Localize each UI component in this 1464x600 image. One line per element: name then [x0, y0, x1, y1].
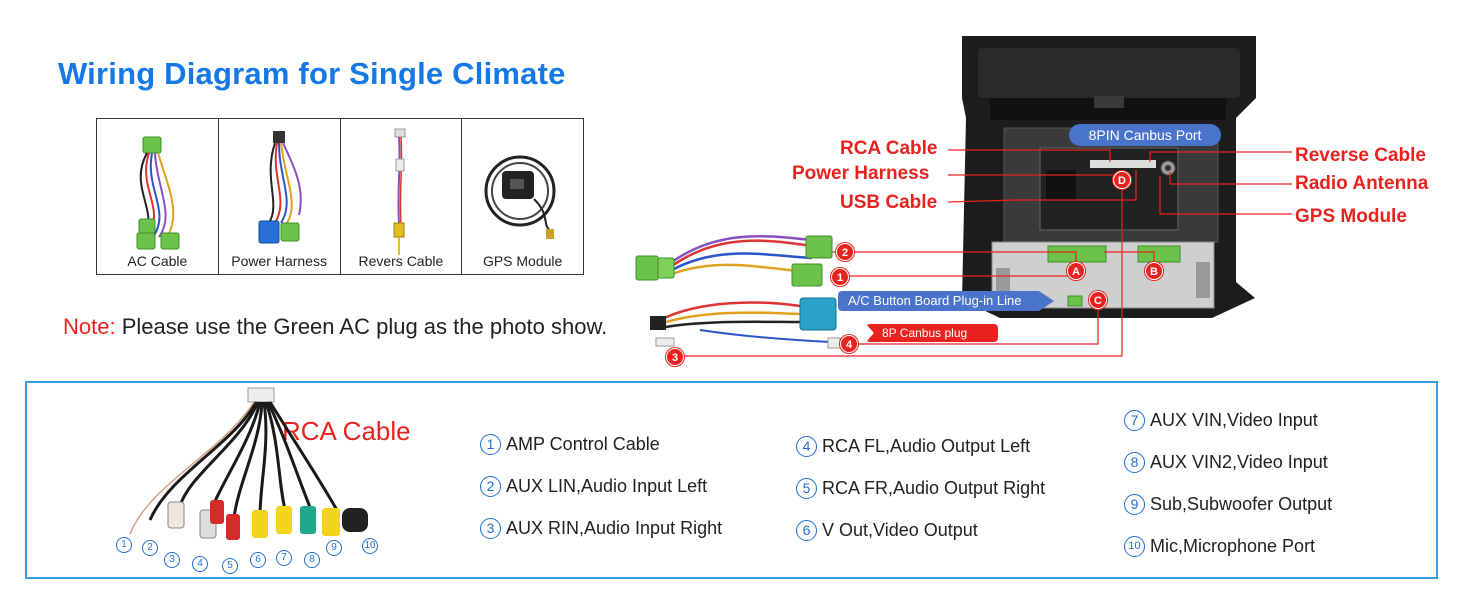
rca-item-text: AUX VIN2,Video Input	[1150, 452, 1328, 472]
label-rca-cable: RCA Cable	[840, 138, 938, 159]
revers-cable-image	[393, 128, 405, 255]
rca-plug-number: 8	[304, 552, 320, 568]
label-reverse-cable: Reverse Cable	[1295, 145, 1426, 166]
rca-plug-number: 2	[142, 540, 158, 556]
port-badge-b: B	[1145, 262, 1163, 280]
accessory-label: Power Harness	[231, 253, 327, 269]
rca-item-text: RCA FL,Audio Output Left	[822, 436, 1031, 456]
ac-cable-image	[136, 136, 180, 250]
rca-item-number: 2	[480, 476, 501, 497]
ac-line-label: A/C Button Board Plug-in Line	[838, 291, 1054, 311]
rca-item-number: 4	[796, 436, 817, 457]
rca-item-text: AMP Control Cable	[506, 434, 660, 454]
accessory-cell-ac-cable: AC Cable	[97, 119, 219, 274]
label-usb-cable: USB Cable	[840, 192, 938, 213]
rca-plug-number: 3	[164, 552, 180, 568]
note-body: Please use the Green AC plug as the phot…	[121, 314, 608, 339]
rca-cable-panel	[25, 381, 1438, 579]
rca-item-number: 8	[1124, 452, 1145, 473]
rca-plug-number: 4	[192, 556, 208, 572]
rca-plug-number: 9	[326, 540, 342, 556]
head-unit-diagram	[635, 36, 1292, 357]
rca-plug-number: 5	[222, 558, 238, 574]
rca-plug-number: 6	[250, 552, 266, 568]
port-badge-d: D	[1113, 171, 1131, 189]
canbus-plug-label: 8P Canbus plug	[866, 324, 998, 342]
rca-plug-number: 10	[362, 538, 378, 554]
rca-title: RCA Cable	[282, 416, 411, 446]
gps-module-image	[484, 155, 556, 239]
rca-item-number: 5	[796, 478, 817, 499]
rca-item-number: 6	[796, 520, 817, 541]
rca-plug-number: 7	[276, 550, 292, 566]
rca-item-text: V Out,Video Output	[822, 520, 978, 540]
accessory-table: AC Cable Power Harness Revers Cable	[96, 118, 584, 275]
rca-item-number: 7	[1124, 410, 1145, 431]
rca-item-text: Sub,Subwoofer Output	[1150, 494, 1333, 514]
rca-item-number: 3	[480, 518, 501, 539]
accessory-cell-power-harness: Power Harness	[219, 119, 341, 274]
rca-item-number: 10	[1124, 536, 1145, 557]
port-badge-c: C	[1089, 291, 1107, 309]
rca-item-text: AUX RIN,Audio Input Right	[506, 518, 723, 538]
power-harness-image	[258, 131, 302, 244]
accessory-label: AC Cable	[127, 253, 188, 269]
rca-item-text: AUX VIN,Video Input	[1150, 410, 1318, 430]
rca-item-number: 1	[480, 434, 501, 455]
accessory-label: GPS Module	[482, 253, 563, 269]
accessory-cell-gps-module: GPS Module	[462, 119, 583, 274]
rca-plug-number: 1	[116, 537, 132, 553]
accessory-cell-revers-cable: Revers Cable	[341, 119, 463, 274]
rca-item-number: 9	[1124, 494, 1145, 515]
label-gps-module: GPS Module	[1295, 206, 1407, 227]
accessory-label: Revers Cable	[358, 253, 444, 269]
page-title: Wiring Diagram for Single Climate	[58, 56, 566, 91]
note-text: Note: Please use the Green AC plug as th…	[63, 314, 607, 340]
rca-item-text: AUX LIN,Audio Input Left	[506, 476, 708, 496]
label-radio-antenna: Radio Antenna	[1295, 173, 1429, 194]
rca-item-text: RCA FR,Audio Output Right	[822, 478, 1046, 498]
cable-badge-4: 4	[840, 335, 858, 353]
port-badge-a: A	[1067, 262, 1085, 280]
rca-cable-image	[129, 387, 368, 540]
rca-item-text: Mic,Microphone Port	[1150, 536, 1316, 556]
note-key: Note:	[63, 314, 116, 339]
leader-lines	[682, 149, 1292, 357]
label-power-harness: Power Harness	[792, 163, 930, 184]
cable-badge-3: 3	[666, 348, 684, 366]
cable-badge-2: 2	[836, 243, 854, 261]
canbus-port-label: 8PIN Canbus Port	[1069, 124, 1221, 146]
cable-badge-1: 1	[831, 268, 849, 286]
